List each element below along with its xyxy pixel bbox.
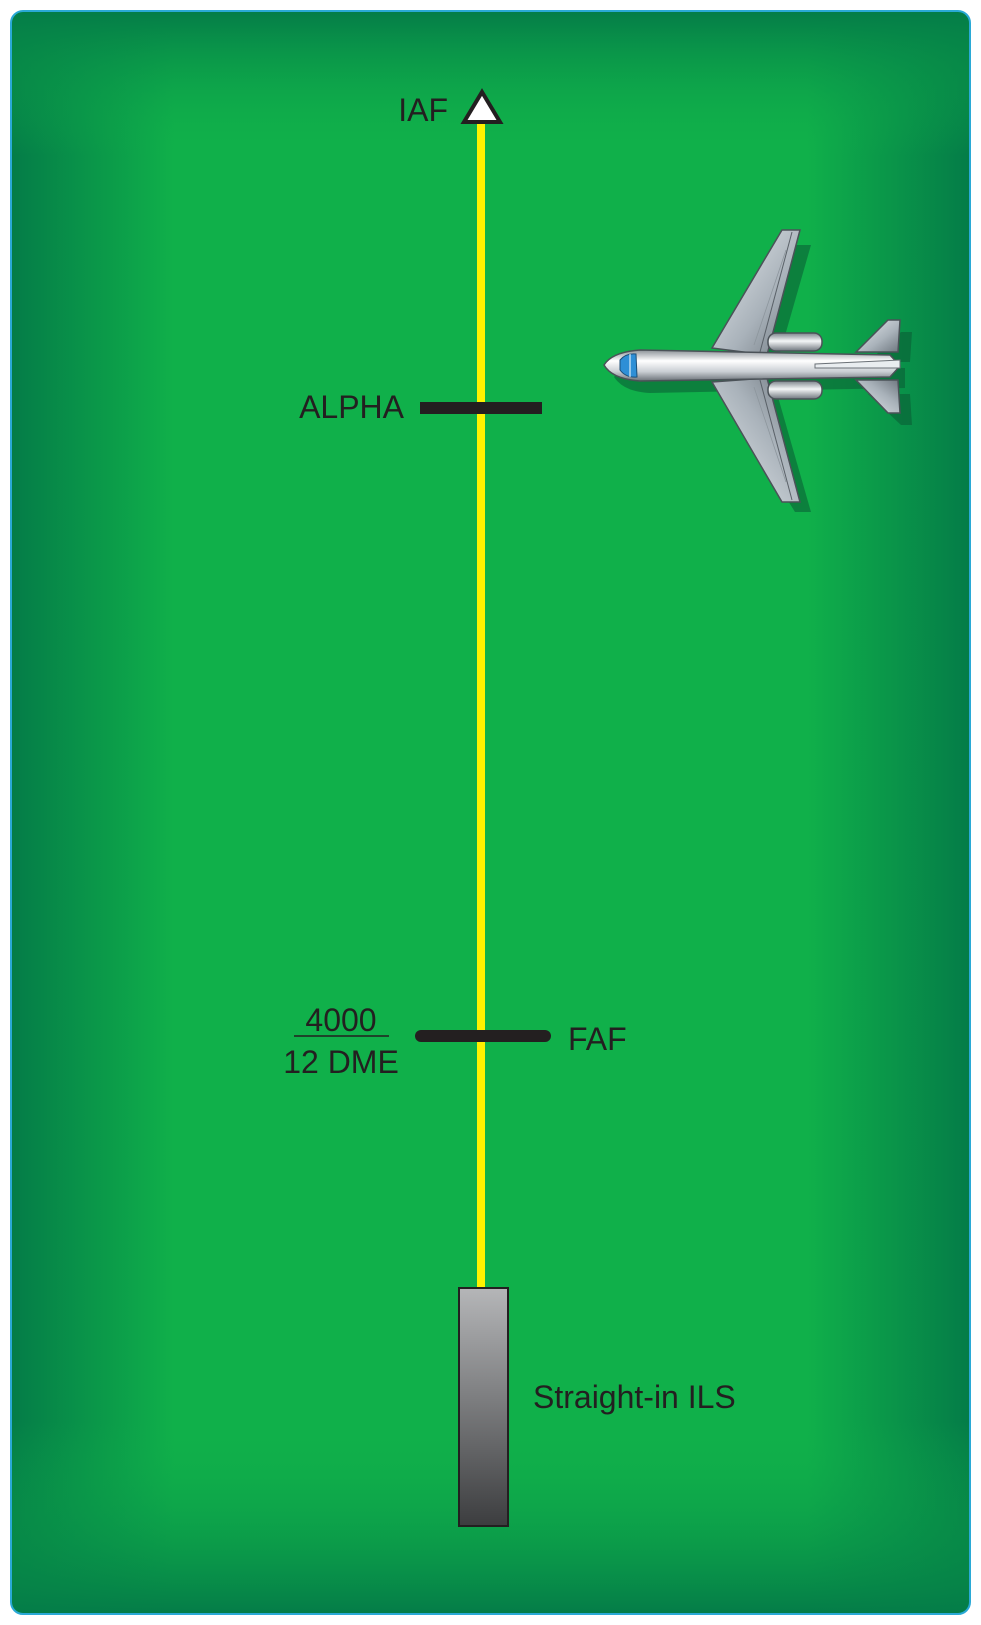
dme-label: 12 DME [283, 1044, 399, 1080]
runway [458, 1287, 509, 1527]
alpha-fix-marker [420, 402, 542, 414]
altitude-label: 4000 [305, 1002, 376, 1038]
alpha-label: ALPHA [299, 389, 405, 425]
triangle-icon [460, 88, 504, 124]
iaf-label: IAF [398, 92, 448, 128]
procedure-label: Straight-in ILS [533, 1379, 736, 1415]
jet-aircraft-icon [603, 229, 912, 512]
faf-label: FAF [568, 1021, 627, 1057]
